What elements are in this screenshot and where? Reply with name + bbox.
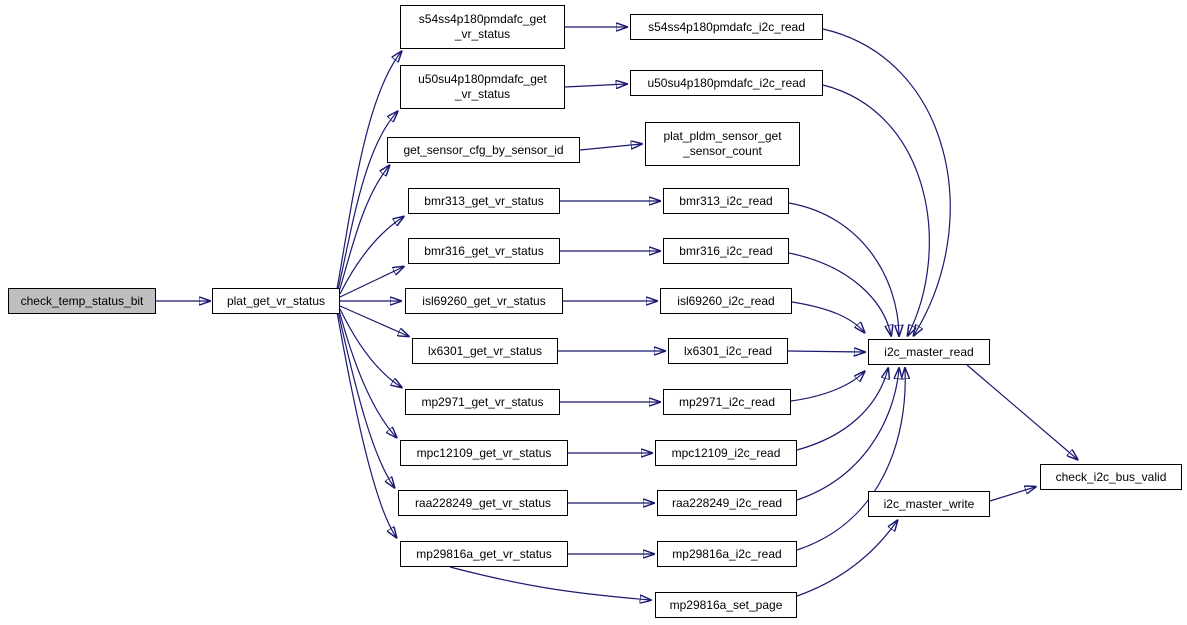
node-u50su4p180pmdafc_get_vr_status[interactable]: u50su4p180pmdafc_get _vr_status (400, 65, 565, 109)
node-mp29816a_set_page[interactable]: mp29816a_set_page (655, 592, 797, 618)
node-bmr313_get_vr_status[interactable]: bmr313_get_vr_status (408, 188, 560, 214)
node-u50su4p180pmdafc_i2c_read[interactable]: u50su4p180pmdafc_i2c_read (630, 70, 823, 96)
edge-mp29816a_set_page-to-i2c_master_write (796, 521, 897, 597)
node-bmr313_i2c_read[interactable]: bmr313_i2c_read (663, 188, 789, 214)
node-bmr316_get_vr_status[interactable]: bmr316_get_vr_status (408, 238, 560, 264)
node-s54ss4p180pmdafc_get_vr_status[interactable]: s54ss4p180pmdafc_get _vr_status (400, 5, 565, 49)
edge-get_sensor_cfg_by_sensor_id-to-plat_pldm_sensor_get_sensor_count (579, 144, 641, 151)
edge-mp2971_i2c_read-to-i2c_master_read (790, 372, 864, 402)
edge-s54ss4p180pmdafc_i2c_read-to-i2c_master_read (822, 28, 951, 335)
node-mpc12109_get_vr_status[interactable]: mpc12109_get_vr_status (400, 440, 568, 466)
edge-plat_get_vr_status-to-raa228249_get_vr_status (337, 310, 394, 487)
edge-mpc12109_i2c_read-to-i2c_master_read (796, 369, 888, 451)
edge-plat_get_vr_status-to-s54ss4p180pmdafc_get_vr_status (336, 52, 401, 290)
edge-u50su4p180pmdafc_i2c_read-to-i2c_master_read (822, 84, 930, 335)
edge-i2c_master_write-to-check_i2c_bus_valid (989, 487, 1035, 502)
edge-isl69260_i2c_read-to-i2c_master_read (791, 301, 864, 332)
edge-plat_get_vr_status-to-get_sensor_cfg_by_sensor_id (338, 166, 389, 293)
node-i2c_master_write[interactable]: i2c_master_write (868, 491, 990, 517)
node-plat_get_vr_status[interactable]: plat_get_vr_status (212, 288, 340, 314)
edge-plat_get_vr_status-to-u50su4p180pmdafc_get_vr_status (337, 112, 397, 291)
edge-plat_get_vr_status-to-mpc12109_get_vr_status (338, 309, 396, 437)
edge-plat_get_vr_status-to-mp29816a_get_vr_status (336, 311, 396, 537)
edge-mp29816a_get_vr_status-to-mp29816a_set_page (449, 566, 650, 600)
node-lx6301_i2c_read[interactable]: lx6301_i2c_read (668, 338, 788, 364)
edge-raa228249_i2c_read-to-i2c_master_read (796, 369, 899, 501)
edge-plat_get_vr_status-to-bmr316_get_vr_status (339, 267, 403, 298)
node-mp29816a_get_vr_status[interactable]: mp29816a_get_vr_status (400, 541, 568, 567)
node-lx6301_get_vr_status[interactable]: lx6301_get_vr_status (412, 338, 558, 364)
node-bmr316_i2c_read[interactable]: bmr316_i2c_read (663, 238, 789, 264)
node-s54ss4p180pmdafc_i2c_read[interactable]: s54ss4p180pmdafc_i2c_read (630, 14, 823, 40)
edge-plat_get_vr_status-to-bmr313_get_vr_status (339, 217, 403, 295)
node-raa228249_i2c_read[interactable]: raa228249_i2c_read (657, 490, 797, 516)
edge-bmr316_i2c_read-to-i2c_master_read (788, 252, 891, 335)
node-isl69260_get_vr_status[interactable]: isl69260_get_vr_status (405, 288, 563, 314)
node-i2c_master_read[interactable]: i2c_master_read (868, 339, 990, 365)
edge-u50su4p180pmdafc_get_vr_status-to-u50su4p180pmdafc_i2c_read (564, 84, 626, 87)
node-plat_pldm_sensor_get_sensor_count[interactable]: plat_pldm_sensor_get _sensor_count (645, 122, 800, 166)
node-raa228249_get_vr_status[interactable]: raa228249_get_vr_status (398, 490, 568, 516)
node-mpc12109_i2c_read[interactable]: mpc12109_i2c_read (655, 440, 797, 466)
edge-mp29816a_i2c_read-to-i2c_master_read (796, 369, 905, 551)
edge-i2c_master_read-to-check_i2c_bus_valid (966, 364, 1077, 459)
edge-lx6301_i2c_read-to-i2c_master_read (787, 351, 864, 352)
node-mp2971_get_vr_status[interactable]: mp2971_get_vr_status (405, 389, 560, 415)
node-mp29816a_i2c_read[interactable]: mp29816a_i2c_read (657, 541, 797, 567)
node-check_temp_status_bit: check_temp_status_bit (8, 288, 156, 314)
node-get_sensor_cfg_by_sensor_id[interactable]: get_sensor_cfg_by_sensor_id (387, 137, 580, 163)
edge-bmr313_i2c_read-to-i2c_master_read (788, 202, 899, 335)
node-mp2971_i2c_read[interactable]: mp2971_i2c_read (663, 389, 791, 415)
node-check_i2c_bus_valid[interactable]: check_i2c_bus_valid (1040, 464, 1182, 490)
edge-plat_get_vr_status-to-mp2971_get_vr_status (339, 308, 401, 387)
edge-plat_get_vr_status-to-lx6301_get_vr_status (339, 305, 408, 336)
node-isl69260_i2c_read[interactable]: isl69260_i2c_read (660, 288, 792, 314)
